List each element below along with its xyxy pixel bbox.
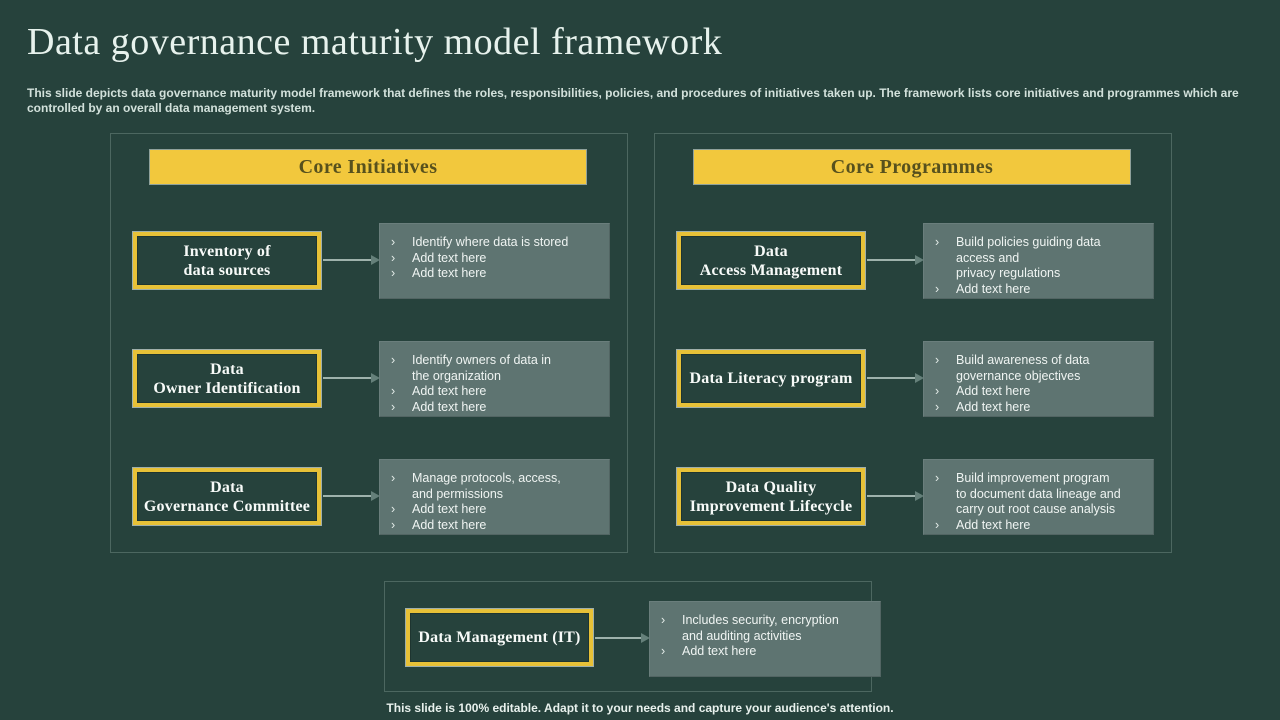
right-arrow-icon [867, 373, 924, 383]
chevron-bullet-icon: › [935, 384, 940, 398]
bullet-text: Build improvement program to document da… [956, 471, 1121, 516]
list-item: › Build policies guiding data access and… [935, 235, 1148, 282]
box-label: Data Literacy program [689, 370, 853, 387]
chevron-bullet-icon: › [391, 384, 396, 398]
list-item: › Manage protocols, access, and permissi… [391, 471, 604, 502]
list-item: › Includes security, encryption and audi… [661, 613, 875, 644]
inventory-of-data-sources-box: Inventory of data sources [133, 232, 321, 289]
data-access-management-box: Data Access Management [677, 232, 865, 289]
bullet-text: Build policies guiding data access and p… [956, 235, 1101, 280]
bullet-text: Add text here [956, 384, 1031, 398]
list-item: › Identify owners of data in the organiz… [391, 353, 604, 384]
programme-row-quality-improvement: Data Quality Improvement Lifecycle › Bui… [655, 459, 1171, 535]
data-management-it-panel: Data Management (IT) › Includes security… [384, 581, 881, 692]
initiative-row-governance-committee: Data Governance Committee › Manage proto… [111, 459, 627, 535]
slide-description: This slide depicts data governance matur… [27, 86, 1239, 115]
bullet-text: Add text here [956, 281, 1031, 296]
core-programmes-header: Core Programmes [694, 150, 1130, 184]
bullet-text: Add text here [682, 644, 757, 658]
bullet-text: Identify where data is stored [412, 235, 569, 249]
data-governance-committee-box: Data Governance Committee [133, 468, 321, 525]
bullet-text: Add text here [412, 266, 487, 280]
core-initiatives-header: Core Initiatives [150, 150, 586, 184]
callout-box: › Build policies guiding data access and… [923, 223, 1154, 299]
box-label: Data Management (IT) [418, 629, 581, 646]
list-item: › Add text here [935, 282, 1148, 298]
list-item: › Add text here [391, 518, 604, 534]
bullet-text: Add text here [412, 399, 487, 414]
list-item: › Build awareness of data governance obj… [935, 353, 1148, 384]
callout-box: › Build improvement program to document … [923, 459, 1154, 535]
bullet-text: Includes security, encryption and auditi… [682, 613, 839, 643]
box-label: Data Owner Identification [153, 360, 301, 397]
right-arrow-icon [867, 255, 924, 265]
chevron-bullet-icon: › [391, 266, 396, 280]
box-label: Data Access Management [699, 242, 843, 279]
right-arrow-icon [323, 491, 380, 501]
bullet-text: Identify owners of data in the organizat… [412, 353, 551, 383]
bullet-text: Add text here [412, 384, 487, 398]
chevron-bullet-icon: › [391, 502, 396, 516]
bullet-text: Add text here [956, 399, 1031, 414]
data-owner-identification-box: Data Owner Identification [133, 350, 321, 407]
core-initiatives-panel: Core Initiatives Inventory of data sourc… [110, 133, 628, 553]
data-quality-improvement-lifecycle-box: Data Quality Improvement Lifecycle [677, 468, 865, 525]
callout-box: › Identify where data is stored › Add te… [379, 223, 610, 299]
list-item: › Add text here [391, 384, 604, 400]
list-item: › Add text here [661, 644, 875, 660]
initiative-row-inventory: Inventory of data sources › Identify whe… [111, 223, 627, 299]
list-item: › Add text here [935, 384, 1148, 400]
data-management-it-box: Data Management (IT) [406, 609, 593, 666]
list-item: › Add text here [391, 251, 604, 267]
box-label: Inventory of data sources [183, 242, 271, 279]
chevron-bullet-icon: › [935, 235, 940, 249]
list-item: › Add text here [935, 518, 1148, 534]
callout-box: › Manage protocols, access, and permissi… [379, 459, 610, 535]
bullet-text: Add text here [412, 517, 487, 532]
bullet-text: Manage protocols, access, and permission… [412, 471, 561, 501]
data-literacy-program-box: Data Literacy program [677, 350, 865, 407]
chevron-bullet-icon: › [661, 613, 666, 627]
right-arrow-icon [323, 373, 380, 383]
callout-box: › Build awareness of data governance obj… [923, 341, 1154, 417]
chevron-bullet-icon: › [391, 517, 396, 532]
callout-box: › Includes security, encryption and audi… [649, 601, 881, 677]
initiative-row-owner-identification: Data Owner Identification › Identify own… [111, 341, 627, 417]
editable-note: This slide is 100% editable. Adapt it to… [386, 701, 894, 715]
bullet-text: Build awareness of data governance objec… [956, 353, 1090, 383]
core-programmes-panel: Core Programmes Data Access Management ›… [654, 133, 1172, 553]
chevron-bullet-icon: › [935, 517, 940, 532]
chevron-bullet-icon: › [935, 281, 940, 296]
right-arrow-icon [323, 255, 380, 265]
programme-row-access-management: Data Access Management › Build policies … [655, 223, 1171, 299]
chevron-bullet-icon: › [391, 250, 396, 265]
chevron-bullet-icon: › [391, 353, 396, 367]
chevron-bullet-icon: › [391, 399, 396, 414]
chevron-bullet-icon: › [935, 353, 940, 367]
chevron-bullet-icon: › [935, 399, 940, 414]
right-arrow-icon [595, 633, 650, 643]
chevron-bullet-icon: › [935, 471, 940, 485]
page-title: Data governance maturity model framework [27, 21, 723, 63]
bullet-text: Add text here [956, 517, 1031, 532]
bullet-text: Add text here [412, 502, 487, 516]
chevron-bullet-icon: › [391, 471, 396, 485]
list-item: › Add text here [391, 400, 604, 416]
list-item: › Add text here [391, 266, 604, 282]
list-item: › Add text here [935, 400, 1148, 416]
callout-box: › Identify owners of data in the organiz… [379, 341, 610, 417]
list-item: › Build improvement program to document … [935, 471, 1148, 518]
box-label: Data Quality Improvement Lifecycle [689, 478, 853, 515]
chevron-bullet-icon: › [391, 235, 396, 249]
chevron-bullet-icon: › [661, 644, 666, 658]
programme-row-literacy-program: Data Literacy program › Build awareness … [655, 341, 1171, 417]
list-item: › Identify where data is stored [391, 235, 604, 251]
list-item: › Add text here [391, 502, 604, 518]
bullet-text: Add text here [412, 250, 487, 265]
right-arrow-icon [867, 491, 924, 501]
box-label: Data Governance Committee [143, 478, 311, 515]
data-management-row: Data Management (IT) › Includes security… [385, 601, 881, 677]
